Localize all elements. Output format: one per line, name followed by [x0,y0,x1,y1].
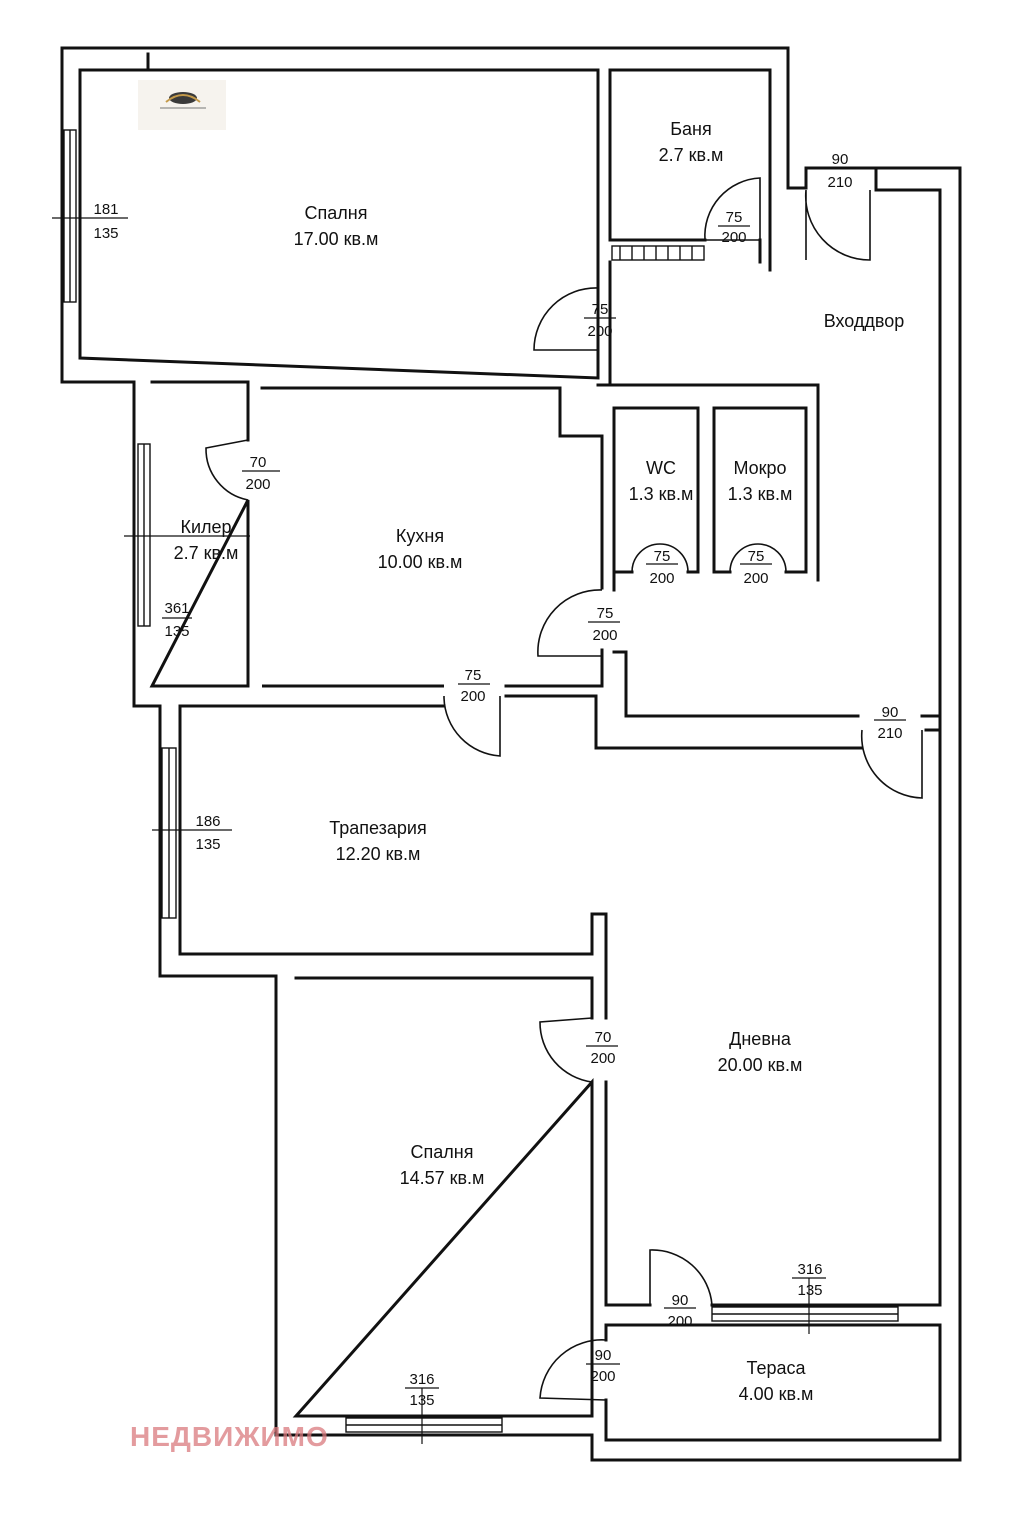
dim-door-wet-w: 75 [748,548,765,565]
dim-door-bedroom1-h: 200 [587,323,612,340]
dim-window-pantry-w: 361 [164,600,189,617]
room-labels: Спалня 17.00 кв.м Баня 2.7 кв.м Входдвор… [174,119,905,1404]
bedroom1-inner [78,68,600,380]
room-name-bedroom1: Спалня [305,203,368,223]
dim-door-living-h: 210 [877,725,902,742]
bath-walls [608,68,772,380]
dim-door-entrance-w: 90 [832,151,849,168]
room-name-hall: Входдвор [824,311,905,331]
door-terrace-living [649,1249,713,1306]
bath-inner-divider [608,238,762,264]
dim-door-pantry-h: 200 [245,476,270,493]
door-bedroom2 [539,1017,593,1083]
dim-door-corridor-h: 200 [592,627,617,644]
dim-door-corridor-w: 75 [597,605,614,622]
dim-window-pantry-h: 135 [164,623,189,640]
dining-top-wall [178,694,942,750]
dimension-lines [52,167,906,1444]
dim-door-wc-w: 75 [654,548,671,565]
room-name-wc: WC [646,458,676,478]
dim-door-wet-h: 200 [743,570,768,587]
windows [63,129,899,1433]
dim-door-entrance-h: 210 [827,174,852,191]
room-name-kitchen: Кухня [396,526,444,546]
door-entrance [804,189,871,261]
dim-door-terrace-bedroom2-h: 200 [590,1368,615,1385]
pantry-walls [149,380,250,688]
room-name-terrace: Тераса [746,1358,806,1378]
room-name-dining: Трапезария [329,818,426,838]
agency-logo [138,80,226,130]
kitchen-walls [260,386,604,688]
dim-door-pantry-w: 70 [250,454,267,471]
door-wc [631,543,689,573]
living-left-wall [604,1080,942,1307]
outer-wall-inner [78,52,150,72]
outer-wall [60,46,962,1462]
dim-window-bedroom2-w: 316 [409,1371,434,1388]
door-pantry [205,439,249,501]
wc-walls [612,406,700,592]
room-area-kitchen: 10.00 кв.м [378,552,463,572]
room-area-bedroom1: 17.00 кв.м [294,229,379,249]
room-area-bedroom2: 14.57 кв.м [400,1168,485,1188]
door-bath [704,177,761,241]
door-terrace-bedroom2 [539,1339,607,1401]
corridor-wall [612,650,942,718]
dim-window-bedroom1-w: 181 [93,201,118,218]
hall-top-wall [596,376,820,582]
dim-window-dining-w: 186 [195,813,220,830]
room-area-terrace: 4.00 кв.м [739,1384,814,1404]
wet-walls [712,406,808,574]
room-area-bath: 2.7 кв.м [659,145,724,165]
doors [205,177,923,1401]
dim-door-bath-h: 200 [721,229,746,246]
bedroom2-walls [292,976,594,1418]
room-area-wc: 1.3 кв.м [629,484,694,504]
watermark-text: НЕДВИЖИМО [130,1421,329,1452]
room-name-bath: Баня [670,119,712,139]
room-area-wet: 1.3 кв.м [728,484,793,504]
room-area-pantry: 2.7 кв.м [174,543,239,563]
dim-door-kitchen-w: 75 [465,667,482,684]
walls [60,46,962,1462]
room-area-living: 20.00 кв.м [718,1055,803,1075]
dim-door-living-w: 90 [882,704,899,721]
room-area-dining: 12.20 кв.м [336,844,421,864]
dim-door-terrace-living-w: 90 [672,1292,689,1309]
door-corridor [537,589,603,657]
dim-door-terrace-living-h: 200 [667,1313,692,1330]
door-living [860,729,923,799]
dim-window-dining-h: 135 [195,836,220,853]
room-name-pantry: Килер [180,517,231,537]
dim-window-bedroom1-h: 135 [93,225,118,242]
room-name-living: Дневна [729,1029,792,1049]
door-kitchen [443,696,501,757]
dim-door-bath-w: 75 [726,209,743,226]
bath-hatch [611,245,705,261]
hall-right-wall [874,168,942,1307]
dining-walls [178,704,608,1020]
dim-door-wc-h: 200 [649,570,674,587]
terrace-walls [604,1323,942,1442]
dim-door-kitchen-h: 200 [460,688,485,705]
room-name-bedroom2: Спалня [411,1142,474,1162]
dim-window-living-w: 316 [797,1261,822,1278]
dimension-labels: 181 135 90 210 75 200 75 200 70 200 361 … [93,151,902,1409]
dim-door-bedroom2-h: 200 [590,1050,615,1067]
dim-window-bedroom2-h: 135 [409,1392,434,1409]
dim-window-living-h: 135 [797,1282,822,1299]
door-wet [729,543,787,573]
dim-door-bedroom2-w: 70 [595,1029,612,1046]
dim-door-bedroom1-w: 75 [592,301,609,318]
dim-door-terrace-bedroom2-w: 90 [595,1347,612,1364]
door-bedroom1 [533,287,599,351]
room-name-wet: Мокро [733,458,786,478]
